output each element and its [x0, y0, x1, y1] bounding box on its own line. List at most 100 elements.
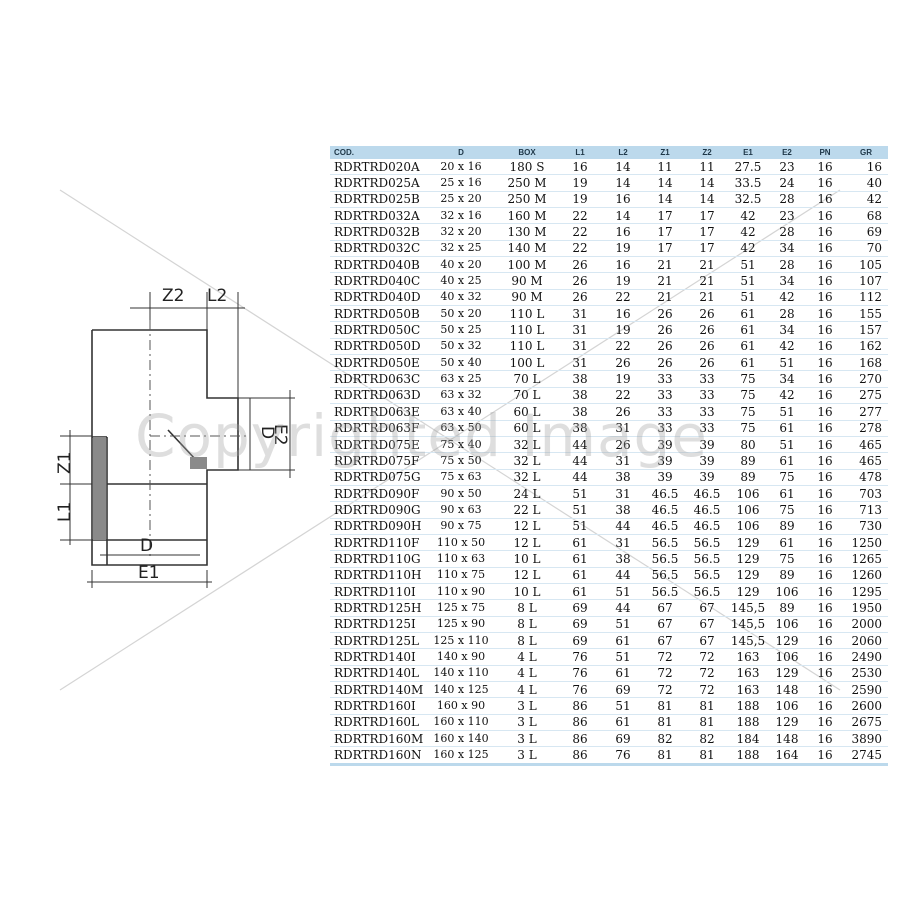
- table-cell: RDRTRD125L: [330, 632, 426, 650]
- table-cell: 16: [806, 370, 844, 388]
- l2-label: L2: [207, 286, 227, 306]
- column-header: E1: [728, 146, 768, 159]
- table-cell: 140 x 110: [426, 665, 496, 683]
- tee-body: [91, 329, 239, 566]
- table-cell: 50 x 25: [426, 321, 496, 339]
- table-cell: 89: [728, 452, 768, 470]
- table-cell: 90 x 63: [426, 501, 496, 519]
- table-cell: 14: [686, 191, 728, 209]
- table-cell: 42: [768, 338, 806, 356]
- table-cell: 51: [602, 583, 644, 601]
- table-cell: RDRTRD110I: [330, 583, 426, 601]
- table-cell: 67: [686, 632, 728, 650]
- table-cell: 60 L: [496, 420, 558, 437]
- table-cell: 14: [602, 174, 644, 192]
- table-cell: RDRTRD110F: [330, 534, 426, 552]
- table-cell: 24 L: [496, 485, 558, 503]
- table-cell: 188: [728, 714, 768, 732]
- table-cell: 21: [686, 256, 728, 274]
- table-cell: 75: [768, 469, 806, 486]
- table-cell: 465: [844, 436, 888, 454]
- table-cell: 76: [558, 681, 602, 699]
- table-cell: 89: [768, 599, 806, 617]
- table-cell: 44: [558, 436, 602, 454]
- table-cell: 22: [558, 240, 602, 258]
- table-cell: 17: [686, 240, 728, 258]
- table-cell: 26: [558, 256, 602, 274]
- table-cell: 34: [768, 321, 806, 339]
- table-cell: 69: [602, 730, 644, 748]
- table-cell: 25 x 20: [426, 191, 496, 209]
- table-cell: 10 L: [496, 583, 558, 601]
- table-cell: 44: [602, 518, 644, 535]
- table-cell: 56.5: [686, 534, 728, 552]
- table-cell: 2590: [844, 681, 888, 699]
- table-cell: 31: [558, 321, 602, 339]
- table-cell: 69: [558, 599, 602, 617]
- table-cell: 478: [844, 469, 888, 486]
- table-cell: 72: [644, 648, 686, 666]
- table-cell: 39: [644, 452, 686, 470]
- table-cell: 70 L: [496, 387, 558, 405]
- column-header: PN: [806, 146, 844, 159]
- table-cell: 1265: [844, 550, 888, 568]
- table-cell: 72: [686, 681, 728, 699]
- table-cell: 16: [806, 420, 844, 437]
- table-cell: 40 x 32: [426, 289, 496, 307]
- table-cell: 56.5: [644, 534, 686, 552]
- table-cell: 69: [844, 223, 888, 241]
- table-cell: 42: [844, 191, 888, 209]
- table-cell: 28: [768, 256, 806, 274]
- table-cell: 17: [686, 207, 728, 225]
- table-cell: 32 x 25: [426, 240, 496, 258]
- table-cell: 16: [806, 256, 844, 274]
- table-cell: 27.5: [728, 159, 768, 176]
- table-cell: 17: [644, 240, 686, 258]
- table-cell: 32 x 16: [426, 207, 496, 225]
- table-cell: 39: [644, 469, 686, 486]
- table-cell: 12 L: [496, 518, 558, 535]
- table-cell: 100 M: [496, 256, 558, 274]
- table-cell: 26: [644, 338, 686, 356]
- table-cell: 56.5: [644, 567, 686, 584]
- table-cell: 3 L: [496, 697, 558, 715]
- table-cell: 168: [844, 354, 888, 372]
- d-side-label: D: [257, 426, 277, 439]
- table-cell: 2060: [844, 632, 888, 650]
- table-cell: 19: [602, 240, 644, 258]
- table-cell: RDRTRD063E: [330, 403, 426, 421]
- table-cell: RDRTRD050E: [330, 354, 426, 372]
- table-cell: 160 x 90: [426, 697, 496, 715]
- table-cell: 275: [844, 387, 888, 405]
- table-cell: 42: [728, 207, 768, 225]
- table-cell: 12 L: [496, 567, 558, 584]
- table-cell: 16: [806, 321, 844, 339]
- table-cell: 278: [844, 420, 888, 437]
- table-cell: 46.5: [686, 501, 728, 519]
- table-cell: 31: [602, 420, 644, 437]
- table-cell: 46.5: [644, 501, 686, 519]
- table-cell: 163: [728, 681, 768, 699]
- table-cell: 61: [768, 452, 806, 470]
- table-cell: 39: [686, 452, 728, 470]
- table-cell: 81: [686, 697, 728, 715]
- table-cell: 22: [602, 289, 644, 307]
- table-cell: RDRTRD110G: [330, 550, 426, 568]
- table-cell: 129: [728, 534, 768, 552]
- table-cell: 16: [602, 223, 644, 241]
- table-cell: RDRTRD032A: [330, 207, 426, 225]
